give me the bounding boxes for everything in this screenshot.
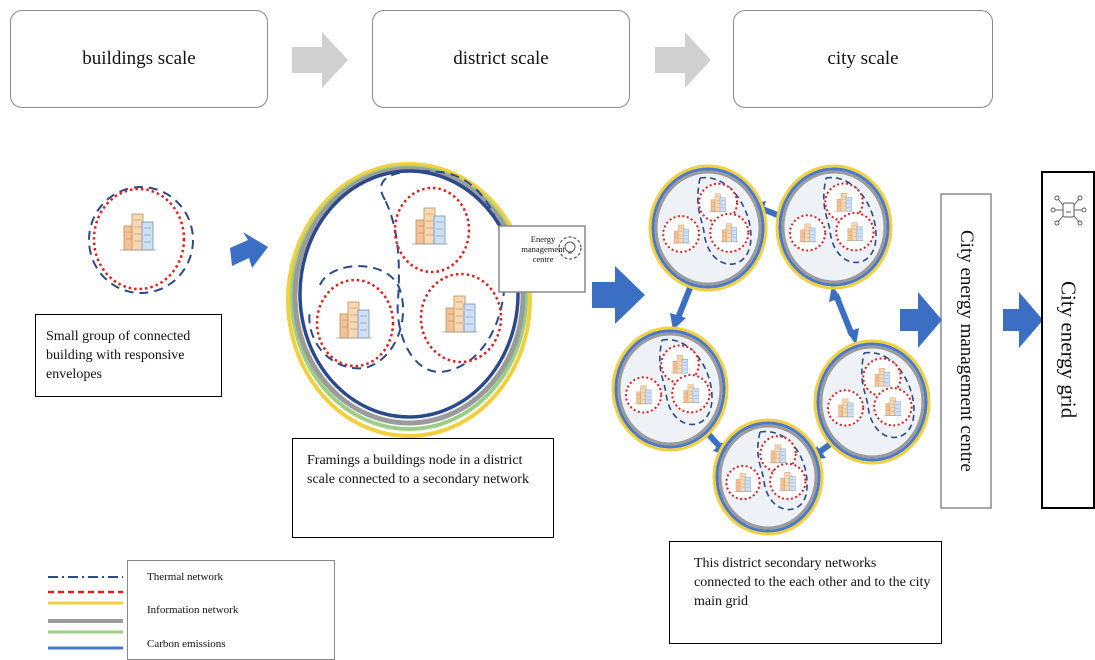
district-node xyxy=(286,162,532,438)
district-node-textbox: Framings a buildings node in a district … xyxy=(292,438,554,538)
city-mgmt-centre-label-wrap: City energy management centre xyxy=(941,194,991,508)
buildings-scale-label: buildings scale xyxy=(82,48,196,69)
network-node-2 xyxy=(775,164,893,290)
header-arrow-1 xyxy=(292,32,348,88)
header-arrow-2 xyxy=(655,32,711,88)
energy-mgmt-label: Energy management centre xyxy=(521,234,565,264)
city-grid-label: City energy grid xyxy=(1056,281,1081,419)
network-link-2 xyxy=(670,281,695,330)
city-grid-box xyxy=(1041,171,1095,509)
flow-arrow-4 xyxy=(1003,292,1043,348)
network-node-1 xyxy=(648,164,768,292)
district-node-label: Framings a buildings node in a district … xyxy=(307,453,529,487)
small-group-textbox: Small group of connected building with r… xyxy=(35,314,222,397)
district-scale-label: district scale xyxy=(453,48,549,69)
secondary-networks-label: This district secondary networks connect… xyxy=(694,556,931,609)
buildings-scale-box: buildings scale xyxy=(10,10,268,108)
legend-carbon: Carbon emissions xyxy=(147,638,226,650)
flow-arrow-1 xyxy=(230,232,268,268)
flow-arrow-2 xyxy=(592,266,645,324)
small-group-label: Small group of connected building with r… xyxy=(46,329,191,382)
network-node-5 xyxy=(712,418,824,536)
network-node-3 xyxy=(611,326,729,452)
legend-thermal: Thermal network xyxy=(147,571,224,583)
city-grid-label-wrap: City energy grid xyxy=(1042,235,1094,465)
district-scale-box: district scale xyxy=(372,10,630,108)
city-scale-box: city scale xyxy=(733,10,993,108)
city-mgmt-centre-label: City energy management centre xyxy=(956,230,977,472)
energy-management-box xyxy=(498,225,586,293)
city-scale-label: city scale xyxy=(827,48,899,69)
small-building-group xyxy=(88,186,194,294)
legend-information: Information network xyxy=(147,604,239,616)
chip-network-icon xyxy=(1050,195,1087,226)
city-mgmt-centre-box xyxy=(940,193,992,509)
flow-arrow-3 xyxy=(900,292,942,348)
secondary-networks-textbox: This district secondary networks connect… xyxy=(669,541,942,644)
network-node-4 xyxy=(813,339,931,465)
gear-bulb-icon xyxy=(558,236,582,260)
legend-lines xyxy=(48,576,123,650)
